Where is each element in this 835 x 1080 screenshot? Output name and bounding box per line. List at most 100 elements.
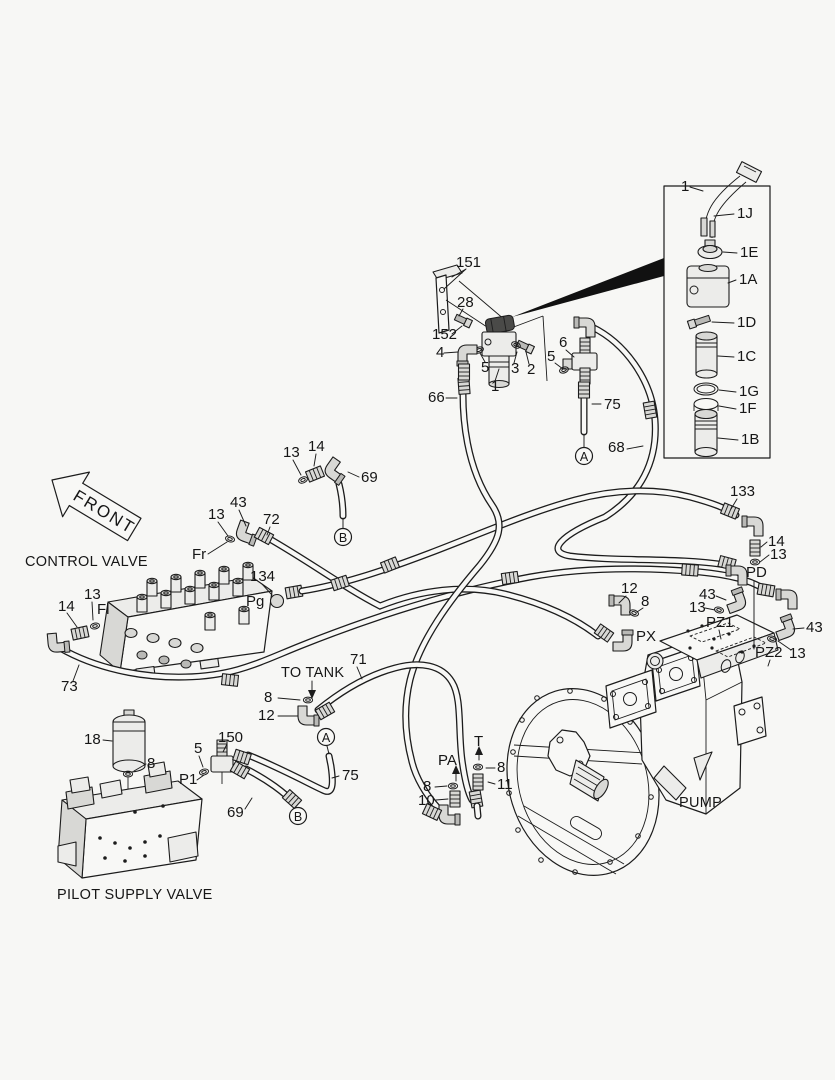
pg-plug — [269, 593, 285, 609]
label-69-bottom: 69 — [227, 804, 244, 821]
elbow-12-px — [608, 594, 631, 616]
connector-a-top: A — [580, 450, 589, 464]
oring-8-tank — [302, 696, 314, 704]
label-12-px: 12 — [621, 580, 638, 597]
hose-72-path — [264, 534, 602, 640]
label-1: 1 — [491, 378, 499, 395]
label-pa: PA — [438, 752, 457, 769]
label-75-bottom: 75 — [342, 767, 359, 784]
pump-flange — [506, 688, 660, 876]
label-pd: PD — [746, 564, 767, 581]
adapter-14-b — [304, 465, 326, 483]
label-134: 134 — [250, 568, 275, 585]
fittings — [46, 456, 799, 826]
label-28: 28 — [457, 294, 474, 311]
label-13-pd: 13 — [770, 546, 787, 563]
elbow-4 — [456, 344, 478, 381]
label-11: 11 — [497, 776, 513, 793]
pump-regulator-block — [659, 614, 779, 679]
label-p1: P1 — [179, 771, 197, 788]
pump-bracket — [733, 696, 767, 746]
connector-b-top: B — [339, 531, 347, 545]
detail-label-1g: 1G — [739, 383, 759, 400]
hoses — [56, 323, 768, 812]
connector-markers: A B A B — [288, 433, 594, 826]
front-arrow: FRONT — [51, 471, 142, 542]
label-8-t: 8 — [497, 759, 505, 776]
hose-68-path — [554, 323, 735, 570]
label-14-pd: 14 — [768, 533, 785, 550]
label-150: 150 — [218, 729, 243, 746]
part-1b-case — [694, 408, 718, 458]
elbow-43-pz2 — [771, 613, 799, 642]
label-152: 152 — [432, 326, 457, 343]
oring-8-t — [472, 763, 484, 771]
oring-13-fr — [224, 534, 236, 544]
pump-fin — [693, 751, 713, 781]
label-pz1: PZ1 — [706, 614, 734, 631]
label-2: 2 — [527, 361, 535, 378]
label-68: 68 — [608, 439, 625, 456]
adapter-14-pd — [749, 539, 761, 557]
label-71: 71 — [350, 651, 367, 668]
connector-b-bottom: B — [294, 810, 302, 824]
oring-8-pa — [447, 782, 459, 790]
elbow-pd — [741, 515, 764, 537]
label-6: 6 — [559, 334, 567, 351]
label-to-tank: TO TANK — [281, 665, 344, 681]
label-14-b: 14 — [308, 438, 325, 455]
label-151: 151 — [456, 254, 481, 271]
detail-leader-lines — [689, 186, 739, 441]
label-69-top: 69 — [361, 469, 378, 486]
bracket-151 — [432, 264, 506, 334]
label-8-tank: 8 — [264, 689, 272, 706]
bolt-2-washer-3 — [510, 339, 535, 355]
psv-port-dots — [98, 804, 165, 863]
label-5-150: 5 — [194, 740, 202, 757]
label-75-top: 75 — [604, 396, 621, 413]
pump — [506, 614, 779, 876]
label-4: 4 — [436, 344, 444, 361]
elbow-43-pz1 — [722, 586, 750, 615]
t-arrowhead — [475, 746, 483, 755]
label-5-tee: 5 — [547, 348, 555, 365]
label-px: PX — [636, 628, 656, 645]
detail-box: 1 1J 1E 1A 1D 1C 1G 1F 1B — [663, 161, 771, 459]
label-3: 3 — [511, 360, 519, 377]
tee-6-assembly — [558, 316, 598, 399]
leader-lines — [66, 268, 805, 810]
label-pilot-supply-valve: PILOT SUPPLY VALVE — [57, 887, 213, 903]
label-18: 18 — [84, 731, 101, 748]
label-13-b: 13 — [283, 444, 300, 461]
detail-label-1d: 1D — [737, 314, 756, 331]
detail-label-1: 1 — [681, 178, 689, 195]
psv-foot-right — [167, 831, 199, 863]
adapter-14-fl — [70, 625, 90, 641]
label-8-psv: 8 — [147, 755, 155, 772]
pointer-wedge — [510, 258, 664, 382]
flange-bolt-holes — [506, 688, 654, 875]
label-10: 10 — [418, 792, 435, 809]
label-8-pa: 8 — [423, 778, 431, 795]
label-13-fr: 13 — [208, 506, 225, 523]
label-fr: Fr — [192, 546, 206, 563]
detail-label-1c: 1C — [737, 348, 756, 365]
oring-13-b — [297, 475, 309, 485]
pa-arrowhead — [452, 765, 460, 774]
part-1a-body — [686, 263, 730, 308]
detail-label-1j: 1J — [737, 205, 753, 222]
psv-foot-left — [57, 841, 77, 867]
bolt-28-washer-152 — [453, 313, 473, 329]
pump-foot — [653, 765, 687, 801]
hose-71-path — [314, 661, 476, 804]
detail-label-1b: 1B — [741, 431, 759, 448]
pump-shaft-spline — [569, 759, 609, 802]
part-1g-oring — [693, 382, 719, 396]
psv-solenoids — [65, 761, 173, 810]
callout-labels: 151 28 152 4 5 1 3 2 5 6 66 75 68 13 14 … — [25, 254, 823, 903]
connector-a-bottom: A — [322, 731, 331, 745]
detail-label-1e: 1E — [740, 244, 758, 261]
label-pump: PUMP — [679, 795, 722, 811]
